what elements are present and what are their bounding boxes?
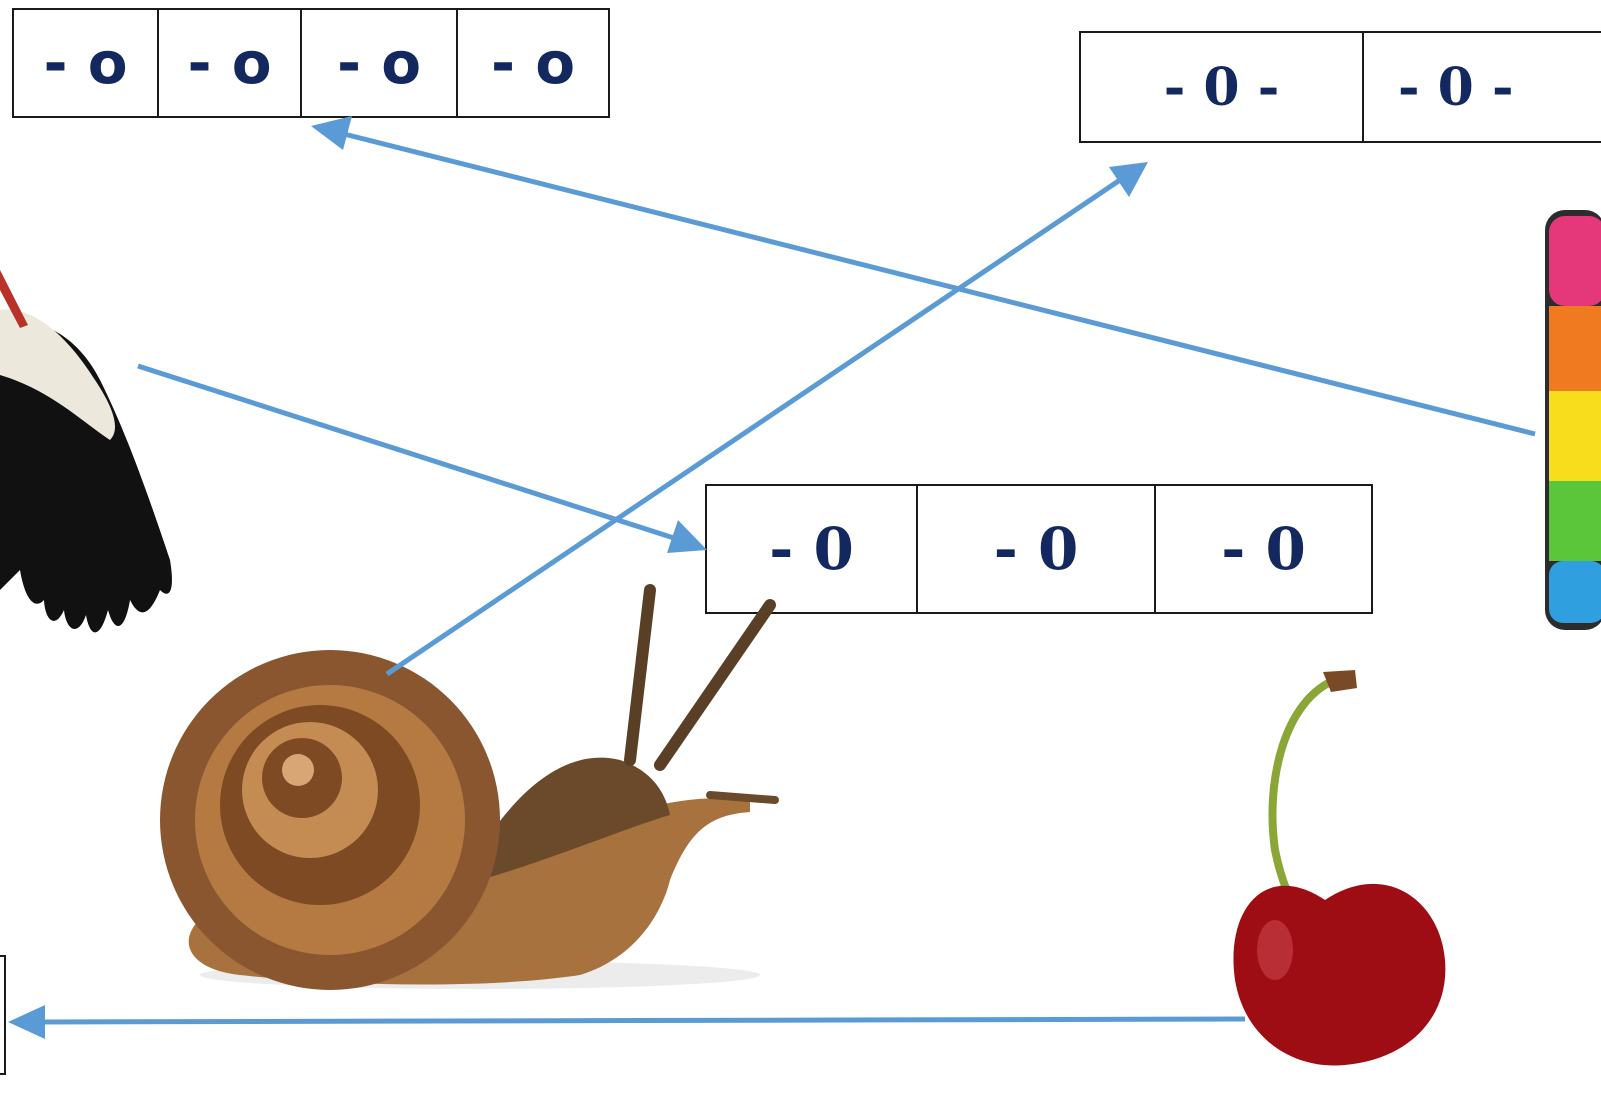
arrowhead [311,116,352,150]
grid-cell[interactable]: - 0 - [1081,33,1364,141]
pencil-yellow [1549,391,1601,481]
grid-cell[interactable]: - o [490,29,576,97]
snail-feeler [706,791,779,804]
cherry-stem-tip [1323,670,1357,692]
stork-beak [0,270,28,328]
syllable-grid-three: - 0 - 0 - 0 [705,484,1373,614]
arrowhead [667,520,707,553]
arrowhead [8,1005,45,1039]
grid-cell[interactable]: - o [14,10,159,116]
pencils-image[interactable] [1535,210,1601,630]
pencil-orange [1549,306,1601,391]
syllable-grid-two: - 0 - - 0 - [1079,31,1601,143]
stork-image[interactable] [0,270,200,650]
snail-tentacle-left [624,584,656,766]
syllable-grid-cropped [0,955,6,1075]
grid-cell[interactable]: - 0 - [1398,56,1514,118]
snail-head [480,757,670,880]
arrow-stork-to-grid [137,363,681,543]
stork-neck [0,309,115,440]
grid-cell[interactable]: - 0 [1221,515,1306,583]
arrow-cherry-to-grid [39,1016,1246,1025]
arrow-snail-to-grid [385,177,1122,677]
cherry-image[interactable] [1205,660,1465,1080]
syllable-grid-four: - o - o - o - o [12,8,610,118]
arrowhead [1109,162,1148,197]
grid-cell[interactable]: - o [159,10,302,116]
snail-image[interactable] [150,580,790,1000]
stork-wing [0,323,172,633]
pencil-blue [1549,561,1601,623]
snail-tentacle-right [654,599,776,771]
cherry-highlight [1257,920,1293,980]
grid-cell[interactable]: - 0 [918,486,1156,612]
snail-shell-center [282,754,314,786]
pencil-green [1549,481,1601,561]
grid-cell[interactable]: - o [302,10,458,116]
grid-cell[interactable]: - 0 [707,486,918,612]
arrow-pencils-to-grid [339,130,1536,437]
pencil-pink [1549,216,1601,306]
